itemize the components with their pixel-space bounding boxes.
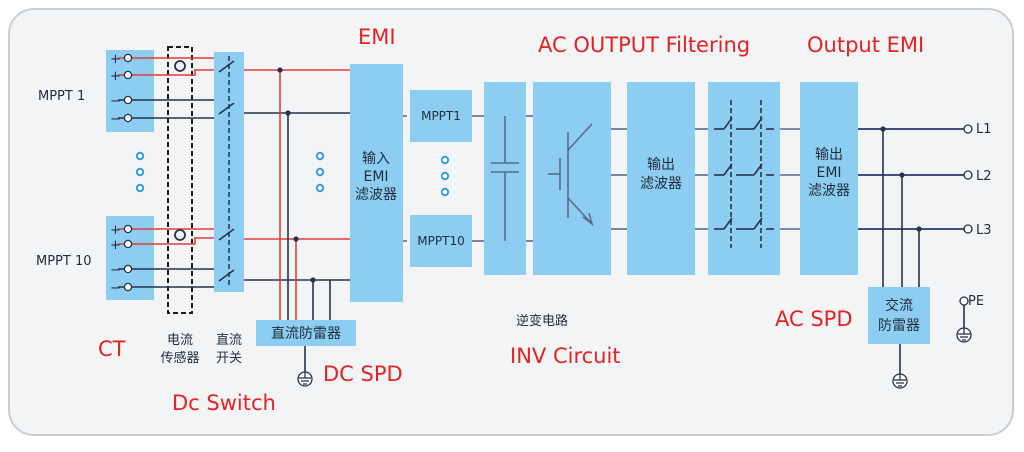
ac-output-terminals — [959, 124, 973, 306]
inverter-bridge-block — [533, 82, 611, 275]
current-sensor-label-line2: 传感器 — [160, 350, 199, 366]
dc-switch-annotation: Dc Switch — [172, 391, 276, 415]
dc-switch-label-line2: 开关 — [216, 351, 242, 366]
ac-output-lines — [858, 128, 965, 230]
svg-text:+: + — [110, 223, 121, 238]
dc-spd-ground-icon — [297, 371, 313, 387]
ac-output-filtering-annotation: AC OUTPUT Filtering — [538, 33, 750, 57]
inverter-circuit-label: 逆变电路 — [516, 313, 568, 329]
dc-switch-label-line1: 直流 — [216, 333, 242, 348]
ac-spd-label-line1: 交流 — [885, 297, 913, 314]
output-emi-label-line1: 输出 — [815, 147, 843, 163]
input-emi-filter-block — [350, 64, 403, 302]
ac-output-switch-block — [708, 82, 780, 275]
output-emi-label-line3: 滤波器 — [808, 183, 850, 199]
input-emi-label-line3: 滤波器 — [355, 187, 397, 203]
l2-label: L2 — [976, 169, 992, 184]
dc-link-capacitor-symbol — [491, 116, 519, 241]
dc-switch-contacts — [218, 60, 235, 282]
emi-annotation: EMI — [358, 25, 396, 49]
mppt10-positive-wire-b — [118, 237, 214, 245]
mppt10-tracker-label: MPPT10 — [417, 234, 464, 248]
inv-circuit-annotation: INV Circuit — [510, 344, 621, 368]
svg-text:−: − — [110, 94, 121, 109]
current-sensor-label-line1: 电流 — [167, 333, 193, 348]
dc-internal-wiring — [403, 115, 533, 242]
dc-spd-annotation: DC SPD — [323, 362, 403, 386]
mppt1-tracker-block — [410, 90, 472, 142]
l1-label: L1 — [976, 122, 992, 137]
ac-spd-annotation: AC SPD — [775, 307, 853, 331]
output-filter-label-line1: 输出 — [647, 157, 675, 173]
ac-relay-contacts — [714, 100, 774, 248]
svg-text:+: + — [110, 69, 121, 84]
polarity-signs: + + − − + + − − — [110, 52, 121, 296]
dc-spd-block — [256, 320, 356, 346]
ac-spd-ground-icon — [892, 373, 908, 389]
mppt-ellipsis-dots-left — [135, 151, 145, 193]
pe-label: PE — [968, 294, 984, 309]
svg-text:+: + — [110, 52, 121, 67]
mppt10-wiring — [118, 228, 350, 288]
svg-text:−: − — [110, 281, 121, 296]
output-emi-annotation: Output EMI — [807, 33, 924, 57]
svg-text:+: + — [110, 238, 121, 253]
current-sensor-outline — [167, 46, 193, 314]
igbt-symbol — [548, 123, 594, 227]
output-filter-block — [627, 82, 695, 275]
svg-text:−: − — [110, 263, 121, 278]
mppt1-label: MPPT 1 — [38, 89, 85, 104]
ac-spd-junction-dots — [880, 126, 922, 232]
dc-spd-taps — [279, 70, 331, 372]
output-emi-filter-block — [800, 82, 858, 275]
input-terminals — [123, 53, 133, 292]
mppt-ellipsis-dots-bus — [315, 151, 325, 193]
l3-label: L3 — [976, 223, 992, 238]
dc-spd-label: 直流防雷器 — [271, 325, 341, 342]
ct-annotation: CT — [98, 337, 126, 361]
mppt1-positive-wire-b — [118, 69, 214, 76]
ac-spd-taps — [882, 129, 920, 374]
dc-spd-junction-dots — [277, 67, 316, 283]
mppt1-tracker-label: MPPT1 — [421, 109, 461, 123]
svg-text:−: − — [110, 112, 121, 127]
pe-ground-icon — [956, 327, 972, 343]
output-filter-label-line2: 滤波器 — [640, 176, 682, 192]
ac-spd-block — [868, 287, 930, 344]
ac-spd-label-line2: 防雷器 — [878, 318, 920, 334]
mppt-ellipsis-dots-tracker — [440, 155, 450, 197]
mppt1-wiring — [118, 57, 350, 119]
mppt10-label: MPPT 10 — [36, 254, 92, 269]
output-emi-label-line2: EMI — [816, 165, 841, 181]
ac-phase-wiring-internal — [611, 128, 800, 230]
input-emi-label-line2: EMI — [363, 169, 388, 185]
input-emi-label-line1: 输入 — [362, 151, 390, 167]
current-sensor-coils — [174, 60, 186, 241]
mppt10-tracker-block — [410, 215, 472, 267]
